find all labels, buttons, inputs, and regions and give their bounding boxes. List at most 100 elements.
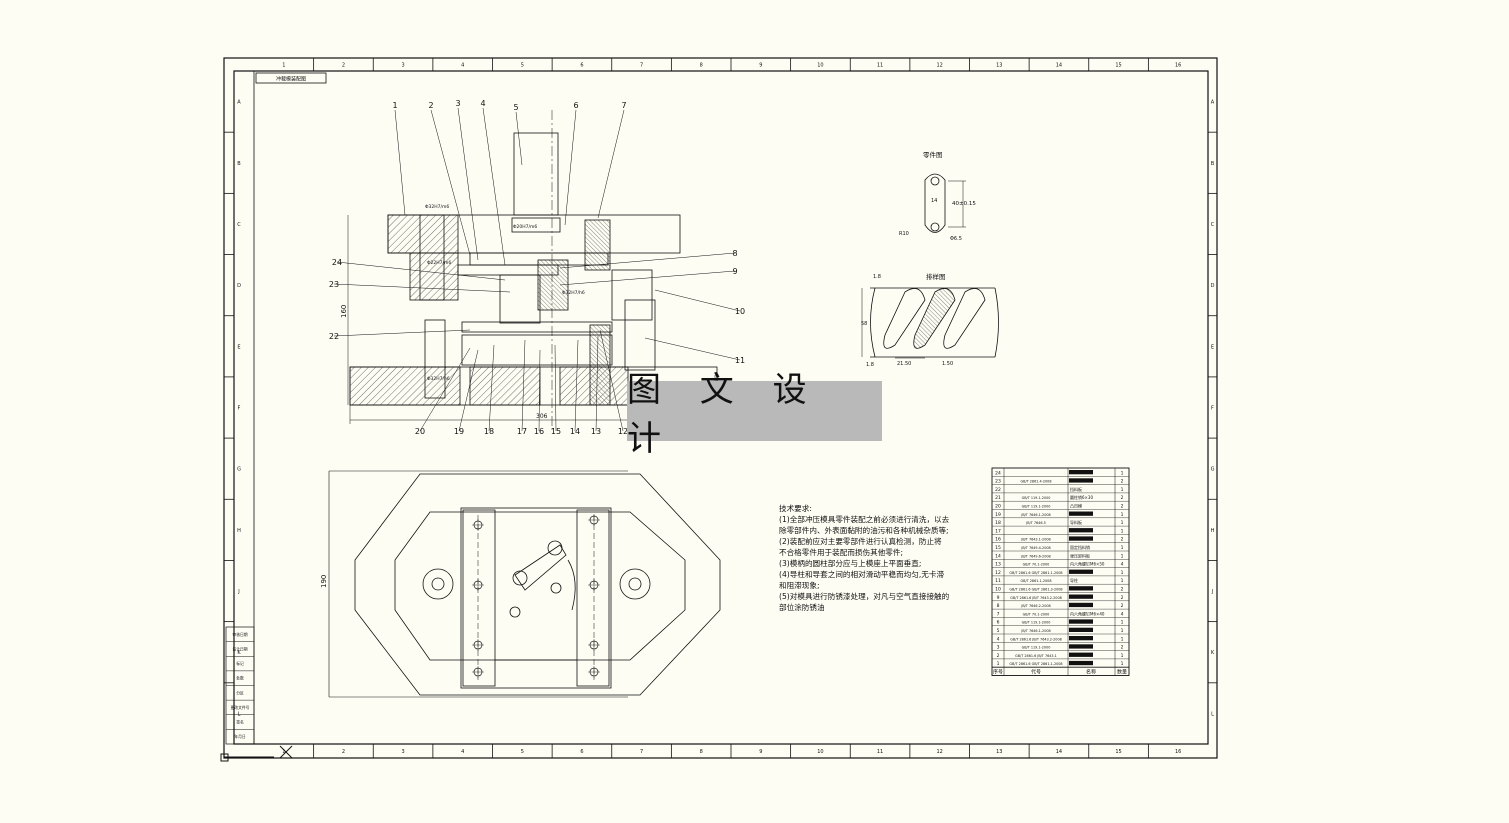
column-label: 9 bbox=[759, 63, 762, 69]
row-label: G bbox=[237, 467, 241, 473]
bom-code: JB/T 7646.1-2008 bbox=[1020, 629, 1050, 633]
strip-dim-pitch: 21.50 bbox=[897, 361, 911, 367]
bom-redacted-cell bbox=[1069, 511, 1093, 516]
column-label: 13 bbox=[996, 749, 1002, 755]
bom-qty: 1 bbox=[1121, 470, 1124, 476]
zone-labels: 1122334455667788991010111112121313141415… bbox=[237, 63, 1215, 756]
column-label: 3 bbox=[401, 749, 404, 755]
bom-no: 3 bbox=[997, 645, 1000, 651]
plan-view-holes bbox=[472, 514, 600, 678]
bom-no: 23 bbox=[995, 479, 1001, 485]
fit-label: Φ22H7/m6 bbox=[427, 260, 451, 266]
column-label: 11 bbox=[877, 749, 883, 755]
dim-width-label: 306 bbox=[536, 413, 548, 420]
bom-code: GB/T 2861.6 JB/T 7643.2-2008 bbox=[1010, 637, 1062, 641]
tech-line: (1)全部冲压模具零件装配之前必须进行清洗，以去 bbox=[779, 515, 950, 524]
callout-number: 19 bbox=[454, 427, 464, 436]
bom-redacted-cell bbox=[1069, 536, 1093, 541]
column-label: 16 bbox=[1175, 749, 1181, 755]
callout-number: 8 bbox=[732, 249, 737, 258]
callout-number: 1 bbox=[392, 101, 397, 110]
bom-header: 序号 bbox=[993, 669, 1003, 676]
bom-redacted-cell bbox=[1069, 660, 1093, 666]
bom-name: 导料板 bbox=[1070, 519, 1082, 525]
side-block-label: 签名 bbox=[236, 720, 244, 725]
bom-no: 6 bbox=[997, 620, 1000, 626]
bom-qty: 1 bbox=[1121, 528, 1124, 534]
callout-number: 13 bbox=[591, 427, 601, 436]
side-block-label: 标记 bbox=[236, 661, 244, 666]
column-label: 5 bbox=[521, 749, 524, 755]
tech-line: 部位涂防锈油 bbox=[779, 603, 825, 612]
bom-qty: 1 bbox=[1121, 570, 1124, 576]
column-label: 8 bbox=[700, 749, 703, 755]
bom-qty: 2 bbox=[1121, 645, 1124, 651]
callout-number: 15 bbox=[551, 427, 561, 436]
column-label: 7 bbox=[640, 749, 643, 755]
fit-label: Φ32H7/h6 bbox=[427, 376, 450, 382]
main-view-dims: 160 306 Φ32H7/m6 Φ22H7/m6 Φ32H7/h6 Φ20H7… bbox=[340, 204, 585, 420]
tech-heading: 技术要求: bbox=[779, 504, 812, 513]
row-label: D bbox=[237, 283, 241, 289]
column-label: 2 bbox=[342, 749, 345, 755]
part-dim-radius: R10 bbox=[899, 231, 909, 237]
bom-no: 9 bbox=[997, 595, 1000, 601]
column-label: 15 bbox=[1115, 749, 1121, 755]
row-label: E bbox=[237, 344, 240, 350]
callout-number: 2 bbox=[428, 101, 433, 110]
callout-number: 16 bbox=[534, 427, 544, 436]
bom-qty: 2 bbox=[1121, 504, 1124, 510]
column-label: 1 bbox=[282, 63, 285, 69]
side-block-label: 审核日期 bbox=[232, 632, 247, 637]
row-label: C bbox=[1211, 222, 1215, 228]
bom-qty: 1 bbox=[1121, 653, 1124, 659]
strip-dim-top: 1.8 bbox=[873, 274, 881, 280]
bom-qty: 1 bbox=[1121, 578, 1124, 584]
bom-no: 1 bbox=[997, 661, 1000, 667]
column-label: 13 bbox=[996, 63, 1002, 69]
callout-number: 10 bbox=[735, 307, 745, 316]
column-label: 15 bbox=[1115, 63, 1121, 69]
fit-label: Φ32H7/m6 bbox=[425, 204, 449, 210]
bom-code: GB/T 119.1-2000 bbox=[1022, 505, 1051, 509]
bom-qty: 2 bbox=[1121, 603, 1124, 609]
bom-code: GB/T 119.1-2000 bbox=[1022, 621, 1051, 625]
side-block-label: 年月日 bbox=[234, 734, 246, 739]
bom-no: 20 bbox=[995, 504, 1001, 510]
fit-label: Φ20H7/m6 bbox=[513, 224, 537, 230]
bom-qty: 1 bbox=[1121, 636, 1124, 642]
row-label: B bbox=[237, 161, 241, 167]
bom-no: 21 bbox=[995, 495, 1001, 501]
callout-number: 11 bbox=[735, 356, 745, 365]
callout-number: 7 bbox=[621, 101, 626, 110]
bom-no: 24 bbox=[995, 470, 1001, 476]
column-label: 11 bbox=[877, 63, 883, 69]
bom-qty: 2 bbox=[1121, 479, 1124, 485]
bom-code: GB/T 2861.4-2008 bbox=[1021, 480, 1052, 484]
column-label: 3 bbox=[401, 63, 404, 69]
bom-code: GB/T 2861.6 JB/T 7643.2-2008 bbox=[1010, 596, 1062, 600]
bom-qty: 1 bbox=[1121, 628, 1124, 634]
bom-no: 7 bbox=[997, 611, 1000, 617]
bom-name: 弹压卸料板 bbox=[1070, 552, 1090, 558]
bom-no: 8 bbox=[997, 603, 1000, 609]
bom-no: 19 bbox=[995, 512, 1001, 518]
callout-number: 14 bbox=[570, 427, 580, 436]
bom-redacted-cell bbox=[1069, 470, 1093, 475]
side-block-label: 更改文件号 bbox=[231, 705, 250, 710]
callout-number: 18 bbox=[484, 427, 494, 436]
row-label: F bbox=[1211, 406, 1214, 412]
row-label: G bbox=[1211, 467, 1215, 473]
strip-layout-labels: 排样图 1.8 58 1.8 21.50 1.50 bbox=[861, 272, 953, 368]
bom-redacted-cell bbox=[1069, 619, 1093, 624]
row-label: A bbox=[1211, 100, 1215, 106]
strip-dim-width: 58 bbox=[861, 321, 867, 327]
bom-no: 22 bbox=[995, 487, 1001, 493]
bom-code: GB/T 2861.6 GB/T 2861.1-2008 bbox=[1009, 571, 1062, 575]
bom-code: GB/T 70.1-2000 bbox=[1023, 612, 1050, 616]
callout-number: 12 bbox=[618, 427, 628, 436]
bom-code: JB/T 7646.5 bbox=[1025, 521, 1045, 525]
plan-dim-height: 190 bbox=[320, 575, 328, 588]
column-label: 2 bbox=[342, 63, 345, 69]
